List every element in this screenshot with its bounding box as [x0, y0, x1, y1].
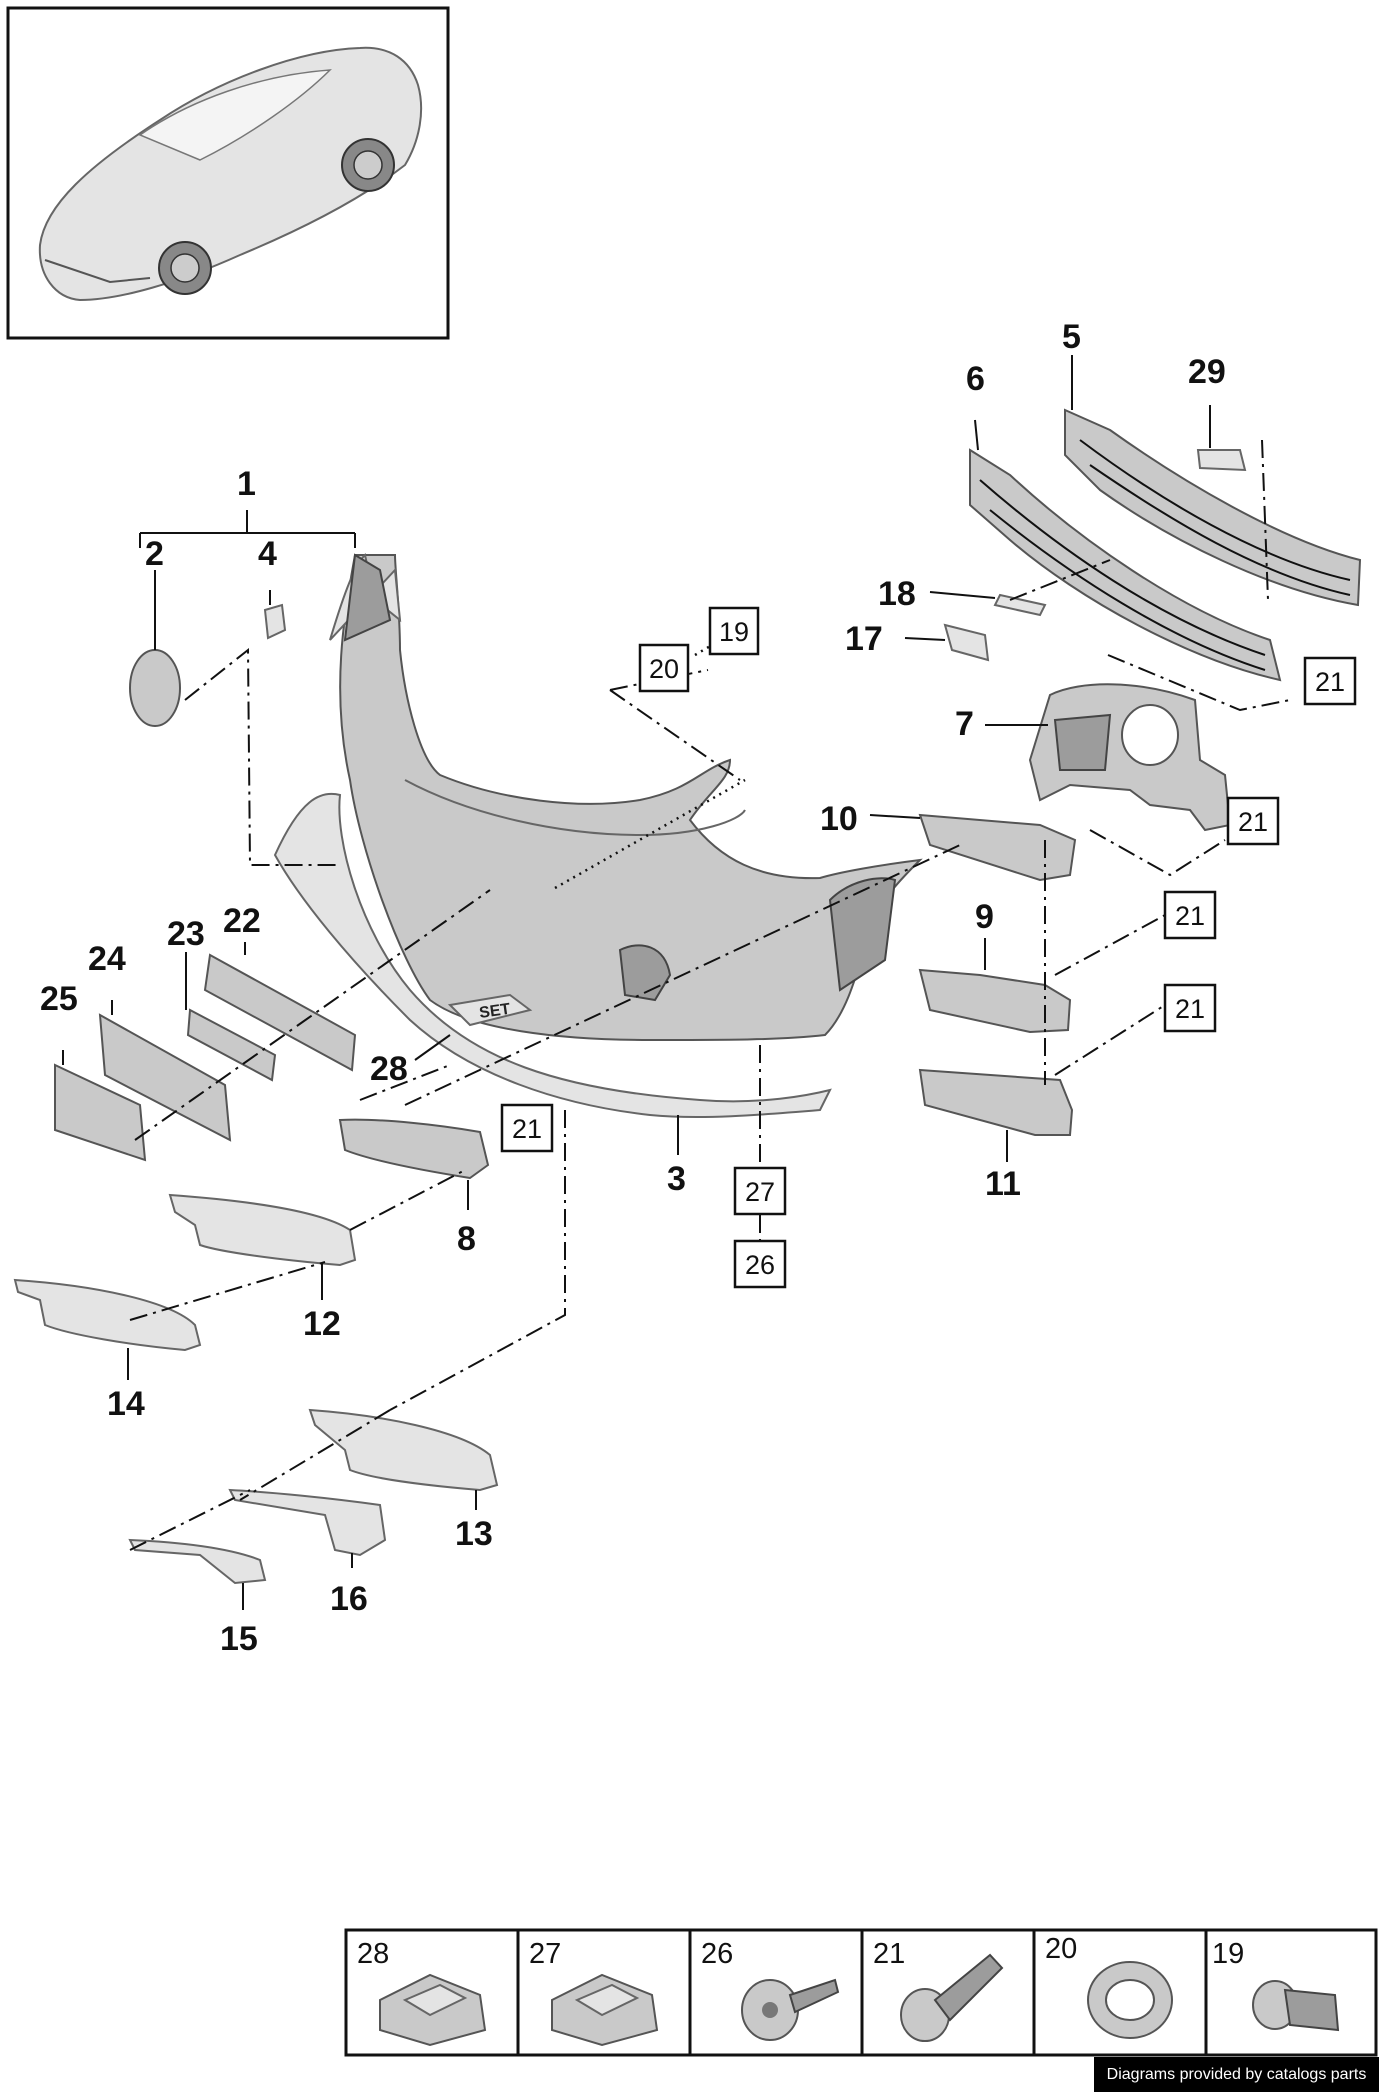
- credit-banner: Diagrams provided by catalogs parts: [1094, 2057, 1379, 2092]
- callout-25: 25: [40, 980, 78, 1018]
- callout-10: 10: [820, 800, 858, 838]
- part-24-plate-bracket: [98, 1013, 232, 1142]
- callout-labels: 1 2 4 5 6 29 18 17 7 10 9 11 3 8 12 14 1…: [40, 318, 1226, 1658]
- callout-18: 18: [878, 575, 916, 613]
- hardware-cell-27: 27: [529, 1938, 659, 2047]
- callout-22: 22: [223, 902, 261, 940]
- callout-15: 15: [220, 1620, 258, 1658]
- part-23-plate-strip: [186, 1008, 277, 1082]
- svg-text:21: 21: [1238, 807, 1268, 837]
- boxed-references: 19 20 21 21 21 21 21 27: [500, 606, 1357, 1289]
- svg-text:19: 19: [719, 617, 749, 647]
- callout-29: 29: [1188, 353, 1226, 391]
- ref-box-21-c: 21: [1163, 890, 1217, 940]
- clip-nut-icon: [379, 1973, 487, 2047]
- callout-24: 24: [88, 940, 126, 978]
- hardware-cell-19: 19: [1212, 1938, 1340, 2032]
- callout-1: 1: [237, 465, 256, 503]
- part-1-bumper-cover: [329, 553, 923, 1042]
- part-7-mounting-frame: [1028, 683, 1232, 832]
- dotted-line-19-20: [554, 778, 746, 890]
- callout-16: 16: [330, 1580, 368, 1618]
- hardware-cell-26: 26: [701, 1938, 840, 2041]
- svg-text:20: 20: [1045, 1933, 1077, 1965]
- hardware-cell-28: 28: [357, 1938, 487, 2047]
- ref-box-27: 27: [733, 1166, 787, 1216]
- part-22-plate-strip: [203, 953, 357, 1072]
- dash-lines: [129, 439, 1291, 1551]
- ref-box-21-a: 21: [1303, 656, 1357, 706]
- flange-bolt-icon: [900, 1953, 1004, 2042]
- part-4-cap: [263, 603, 287, 640]
- part-13-side-trim: [308, 1408, 499, 1492]
- ref-box-21-e: 21: [500, 1103, 554, 1153]
- part-17-clip: [943, 623, 990, 662]
- callout-3: 3: [667, 1160, 686, 1198]
- clip-nut-icon: [551, 1973, 659, 2047]
- svg-text:21: 21: [873, 1938, 905, 1970]
- callout-17: 17: [845, 620, 883, 658]
- callout-12: 12: [303, 1305, 341, 1343]
- part-25-plate-bracket: [54, 1063, 147, 1162]
- svg-text:27: 27: [745, 1177, 775, 1207]
- car-silhouette-icon: [38, 46, 423, 302]
- hardware-strip: 28 27 26 21: [344, 1928, 1378, 2057]
- set-label-text: SET: [478, 1001, 511, 1022]
- ref-box-19: 19: [708, 606, 760, 656]
- callout-9: 9: [975, 898, 994, 936]
- callout-4: 4: [258, 535, 277, 573]
- ref-box-20: 20: [638, 643, 690, 693]
- svg-text:26: 26: [701, 1938, 733, 1970]
- svg-text:26: 26: [745, 1250, 775, 1280]
- part-3-lower-spoiler: [273, 792, 832, 1119]
- rivet-screw-icon: [741, 1978, 840, 2041]
- part-8-side-grille: [338, 1118, 490, 1180]
- callout-5: 5: [1062, 318, 1081, 356]
- vehicle-thumbnail: [6, 6, 450, 340]
- callout-11: 11: [985, 1165, 1021, 1203]
- ref-box-26: 26: [733, 1239, 787, 1289]
- svg-text:21: 21: [1175, 901, 1205, 931]
- part-9-air-guide: [918, 968, 1072, 1034]
- svg-text:21: 21: [1175, 994, 1205, 1024]
- hardware-cell-20: 20: [1045, 1933, 1173, 2039]
- ref-box-21-d: 21: [1163, 983, 1217, 1033]
- callout-7: 7: [955, 705, 974, 743]
- part-10-air-guide: [918, 813, 1077, 882]
- svg-text:21: 21: [512, 1114, 542, 1144]
- part-2-tow-hook-cover: [129, 649, 181, 727]
- part-16-trim-piece: [228, 1488, 387, 1557]
- callout-14: 14: [107, 1385, 145, 1423]
- callout-2: 2: [145, 535, 164, 573]
- leader-lines: [62, 355, 1211, 1610]
- callout-13: 13: [455, 1515, 493, 1553]
- part-18-bracket: [993, 593, 1047, 617]
- part-6-grille-bar: [969, 448, 1282, 682]
- ref-box-21-b: 21: [1226, 796, 1280, 846]
- part-5-grille-bar: [1064, 408, 1362, 607]
- callout-6: 6: [966, 360, 985, 398]
- svg-text:20: 20: [649, 654, 679, 684]
- part-15-trim-piece: [128, 1538, 267, 1585]
- part-14-side-trim: [13, 1278, 202, 1352]
- part-29-clip: [1196, 449, 1247, 472]
- part-28-set-label: SET: [447, 993, 533, 1027]
- part-12-side-trim: [168, 1193, 357, 1267]
- hardware-cell-21: 21: [873, 1938, 1004, 2042]
- sensor-connector-icon: [1252, 1980, 1340, 2032]
- hex-nut-icon: [1087, 1961, 1173, 2039]
- svg-text:28: 28: [357, 1938, 389, 1970]
- svg-text:27: 27: [529, 1938, 561, 1970]
- callout-23: 23: [167, 915, 205, 953]
- callout-28: 28: [370, 1050, 408, 1088]
- svg-text:19: 19: [1212, 1938, 1244, 1970]
- svg-text:21: 21: [1315, 667, 1345, 697]
- part-11-air-guide: [918, 1068, 1074, 1136]
- callout-8: 8: [457, 1220, 476, 1258]
